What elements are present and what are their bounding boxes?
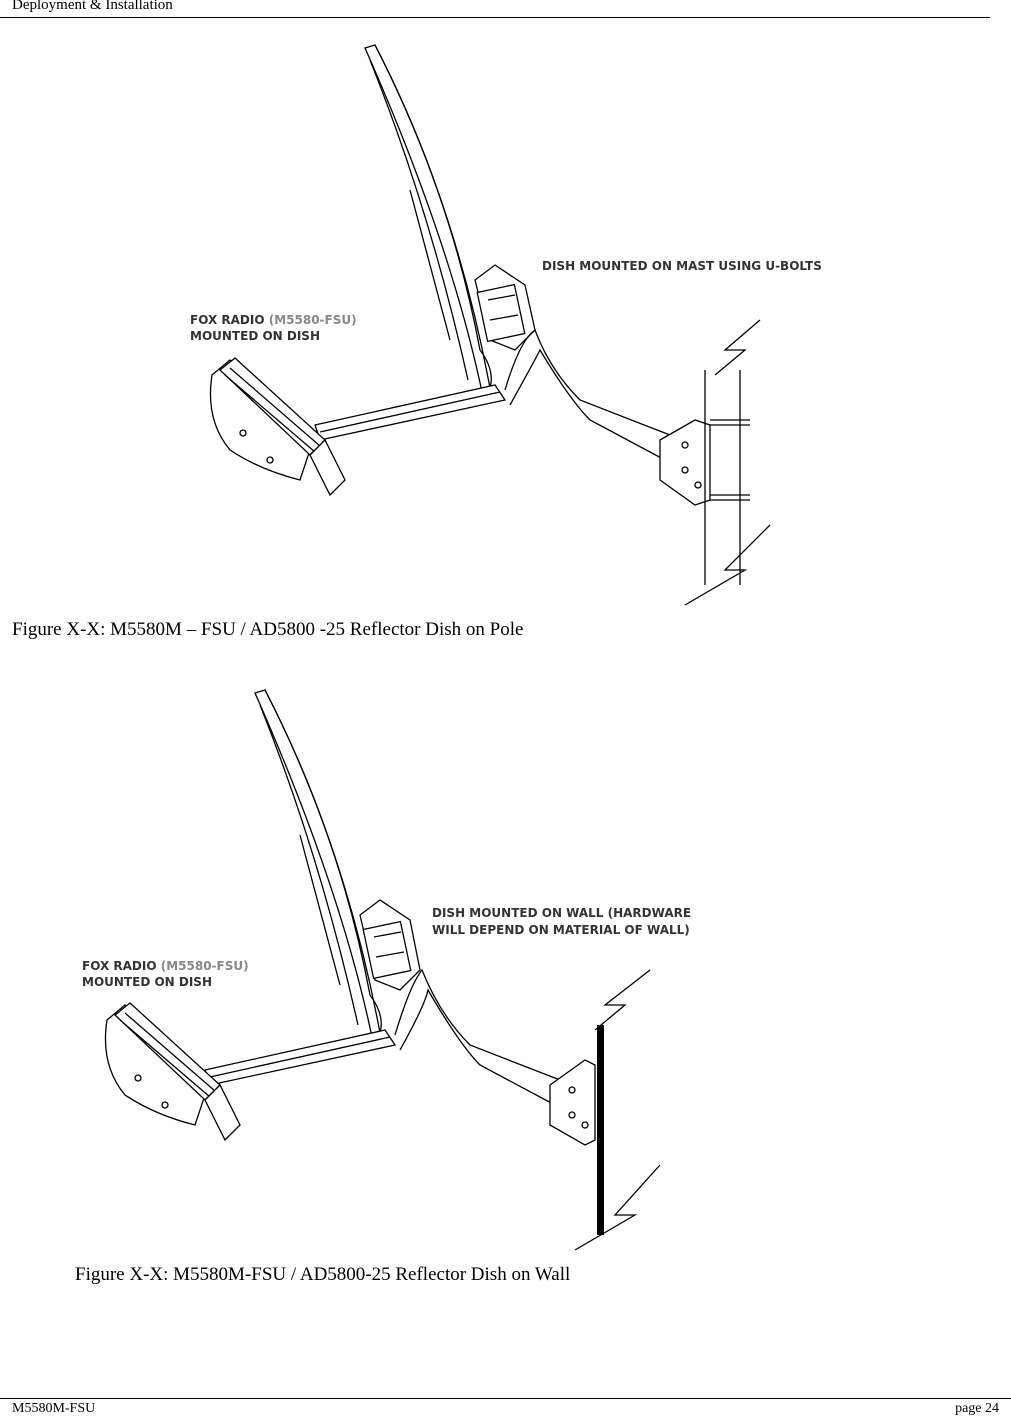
reflector-dish xyxy=(254,689,382,1038)
label-fox-radio-model: (M5580-FSU) xyxy=(161,959,249,973)
dish-bracket xyxy=(359,899,421,991)
dish-bracket xyxy=(474,264,536,351)
figure-dish-on-pole: DISH MOUNTED ON MAST USING U-BOLTS FOX R… xyxy=(190,44,822,606)
caption-dish-on-wall: Figure X-X: M5580M-FSU / AD5800-25 Refle… xyxy=(75,1264,571,1285)
label-fox-radio-model: (M5580-FSU) xyxy=(269,313,357,327)
label-dish-mount-wall-2: WILL DEPEND ON MATERIAL OF WALL) xyxy=(432,923,690,937)
footer-model: M5580M-FSU xyxy=(12,1401,96,1416)
label-fox-radio-prefix: FOX RADIO xyxy=(82,959,161,973)
page-footer: M5580M-FSU page 24 xyxy=(0,1398,1011,1418)
mast-pole xyxy=(684,319,771,606)
caption-dish-on-pole: Figure X-X: M5580M – FSU / AD5800 -25 Re… xyxy=(12,619,524,640)
fox-radio-unit xyxy=(209,357,346,497)
label-dish-mount-mast: DISH MOUNTED ON MAST USING U-BOLTS xyxy=(542,259,822,273)
footer-page-number: page 24 xyxy=(955,1401,999,1416)
figure-dish-on-wall: DISH MOUNTED ON WALL (HARDWARE WILL DEPE… xyxy=(82,689,691,1251)
wall-section xyxy=(574,969,661,1251)
feed-arm xyxy=(204,1029,397,1086)
feed-arm xyxy=(314,384,507,441)
page-header: Deployment & Installation xyxy=(0,0,990,18)
wall-arm xyxy=(394,968,561,1106)
mast-arm xyxy=(504,329,671,461)
label-fox-radio: FOX RADIO (M5580-FSU) xyxy=(190,313,357,327)
label-fox-radio-prefix: FOX RADIO xyxy=(190,313,269,327)
label-fox-radio: FOX RADIO (M5580-FSU) xyxy=(82,959,249,973)
fox-radio-unit xyxy=(104,1002,241,1142)
header-title: Deployment & Installation xyxy=(12,0,173,13)
label-mounted-on-dish: MOUNTED ON DISH xyxy=(190,329,320,343)
wall-mount-plate xyxy=(549,1059,596,1146)
pole-mount-plate xyxy=(659,419,711,506)
label-mounted-on-dish: MOUNTED ON DISH xyxy=(82,975,212,989)
label-dish-mount-wall-1: DISH MOUNTED ON WALL (HARDWARE xyxy=(432,906,691,920)
reflector-dish xyxy=(364,44,492,393)
